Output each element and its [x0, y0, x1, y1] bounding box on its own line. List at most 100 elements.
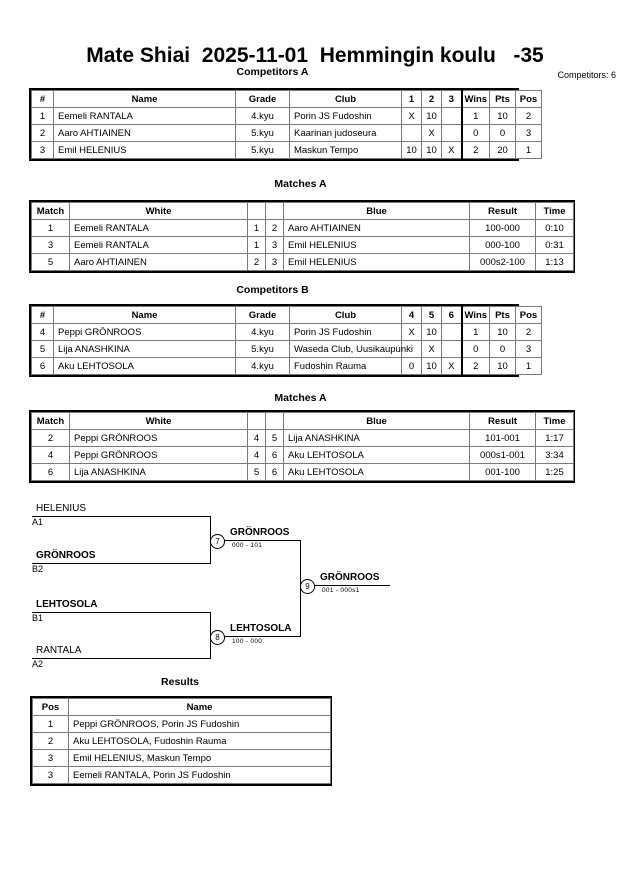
bracket-node-9[interactable]: 9 — [300, 579, 315, 594]
col-result: Result — [469, 412, 536, 430]
col-club: Club — [289, 90, 402, 108]
bracket-score-8: 100 - 000 — [232, 638, 263, 645]
cell-pos: 2 — [515, 323, 542, 341]
cell-pos: 3 — [32, 749, 69, 767]
cell-opp-6: X — [441, 357, 462, 375]
table-row: 3 Emil HELENIUS, Maskun Tempo — [32, 749, 331, 767]
cell-blue-num: 6 — [265, 463, 284, 481]
cell-result: 000-100 — [469, 236, 536, 254]
bracket-winner-9: GRÖNROOS — [320, 572, 380, 583]
cell-match: 3 — [31, 236, 70, 254]
cell-time: 1:25 — [535, 463, 574, 481]
cell-blue-num: 3 — [265, 253, 284, 271]
cell-grade: 4.kyu — [235, 323, 290, 341]
bracket-score-7: 000 - 101 — [232, 542, 263, 549]
col-opp-1: 1 — [401, 90, 422, 108]
cell-opp-2: X — [421, 124, 442, 142]
page-title: Mate Shiai 2025-11-01 Hemmingin koulu -3… — [86, 44, 544, 67]
cell-blue: Lija ANASHKINA — [283, 429, 470, 447]
col-white: White — [69, 202, 248, 220]
cell-white-num: 4 — [247, 429, 266, 447]
cell-name: Peppi GRÖNROOS, Porin JS Fudoshin — [68, 715, 331, 733]
cell-pos: 1 — [32, 715, 69, 733]
bracket-winner-7: GRÖNROOS — [230, 527, 290, 538]
cell-time: 0:10 — [535, 219, 574, 237]
col-white: White — [69, 412, 248, 430]
cell-match: 4 — [31, 446, 70, 464]
bracket-entry-name-b1: LEHTOSOLA — [36, 599, 98, 610]
cell-pts: 0 — [489, 124, 516, 142]
table-header-row: Match White Blue Result Time — [31, 202, 574, 220]
col-blue: Blue — [283, 412, 470, 430]
col-opp-5: 5 — [421, 306, 442, 324]
section-caption-matches-a2: Matches A — [274, 392, 327, 404]
col-match: Match — [31, 202, 70, 220]
table-row: 2 Aaro AHTIAINEN 5.kyu Kaarinan judoseur… — [31, 124, 542, 142]
cell-club: Porin JS Fudoshin — [289, 323, 402, 341]
bracket-node-8[interactable]: 8 — [210, 630, 225, 645]
col-time: Time — [535, 202, 574, 220]
cell-opp-5: 10 — [421, 357, 442, 375]
cell-opp-5: 10 — [421, 323, 442, 341]
table-row: 6 Aku LEHTOSOLA 4.kyu Fudoshin Rauma 0 1… — [31, 357, 542, 375]
cell-blue-num: 6 — [265, 446, 284, 464]
cell-opp-3 — [441, 124, 462, 142]
table-row: 3 Emil HELENIUS 5.kyu Maskun Tempo 10 10… — [31, 141, 542, 159]
cell-wins: 2 — [460, 141, 490, 159]
col-num: # — [31, 90, 54, 108]
cell-club: Waseda Club, Uusikaupunki — [289, 340, 413, 358]
table-row: 4 Peppi GRÖNROOS 4 6 Aku LEHTOSOLA 000s1… — [31, 446, 574, 464]
bracket-entry-name-b2: GRÖNROOS — [36, 550, 96, 561]
cell-blue: Aaro AHTIAINEN — [283, 219, 470, 237]
table-header-row: # Name Grade Club 4 5 6 Wins Pts Pos — [31, 306, 542, 324]
cell-white: Aaro AHTIAINEN — [69, 253, 248, 271]
cell-blue: Aku LEHTOSOLA — [283, 446, 470, 464]
col-blue: Blue — [283, 202, 470, 220]
competitors-b-table: # Name Grade Club 4 5 6 Wins Pts Pos 4 P… — [29, 304, 542, 377]
col-pos: Pos — [515, 90, 542, 108]
col-pos: Pos — [32, 698, 69, 716]
cell-blue-num: 3 — [265, 236, 284, 254]
col-match: Match — [31, 412, 70, 430]
col-name: Name — [53, 90, 236, 108]
cell-pts: 10 — [489, 323, 516, 341]
cell-white: Peppi GRÖNROOS — [69, 429, 248, 447]
cell-match: 5 — [31, 253, 70, 271]
table-header-row: Pos Name — [32, 698, 331, 716]
cell-opp-3 — [441, 107, 462, 125]
cell-result: 101-001 — [469, 429, 536, 447]
table-header-row: Match White Blue Result Time — [31, 412, 574, 430]
competitors-a-table: # Name Grade Club 1 2 3 Wins Pts Pos 1 E… — [29, 88, 542, 161]
table-row: 5 Lija ANASHKINA 5.kyu Waseda Club, Uusi… — [31, 340, 542, 358]
col-club: Club — [289, 306, 402, 324]
cell-match: 2 — [31, 429, 70, 447]
cell-result: 000s1-001 — [469, 446, 536, 464]
col-blue-num — [265, 412, 284, 430]
cell-name: Aku LEHTOSOLA — [53, 357, 236, 375]
cell-opp-4: 0 — [401, 357, 422, 375]
bracket-entry-seed-a1: A1 — [32, 517, 44, 527]
table-row: 4 Peppi GRÖNROOS 4.kyu Porin JS Fudoshin… — [31, 323, 542, 341]
cell-result: 001-100 — [469, 463, 536, 481]
competitors-count: Competitors: 6 — [557, 70, 616, 80]
cell-opp-1: 10 — [401, 141, 422, 159]
cell-grade: 4.kyu — [235, 107, 290, 125]
results-table: Pos Name 1 Peppi GRÖNROOS, Porin JS Fudo… — [30, 696, 332, 786]
cell-result: 000s2-100 — [469, 253, 536, 271]
bracket-score-9: 001 - 000s1 — [322, 587, 360, 594]
bracket-entry-seed-b2: B2 — [32, 564, 44, 574]
cell-club: Porin JS Fudoshin — [289, 107, 402, 125]
cell-match: 6 — [31, 463, 70, 481]
cell-name: Lija ANASHKINA — [53, 340, 236, 358]
cell-club: Kaarinan judoseura — [289, 124, 402, 142]
section-caption-competitors-b: Competitors B — [236, 284, 309, 296]
bracket-node-7[interactable]: 7 — [210, 534, 225, 549]
col-grade: Grade — [235, 306, 290, 324]
matches-a1-table: Match White Blue Result Time 1 Eemeli RA… — [29, 200, 575, 273]
cell-wins: 1 — [460, 323, 490, 341]
cell-name: Emil HELENIUS, Maskun Tempo — [68, 749, 331, 767]
cell-white: Lija ANASHKINA — [69, 463, 248, 481]
col-white-num — [247, 202, 266, 220]
cell-wins: 2 — [460, 357, 490, 375]
cell-pts: 10 — [489, 107, 516, 125]
